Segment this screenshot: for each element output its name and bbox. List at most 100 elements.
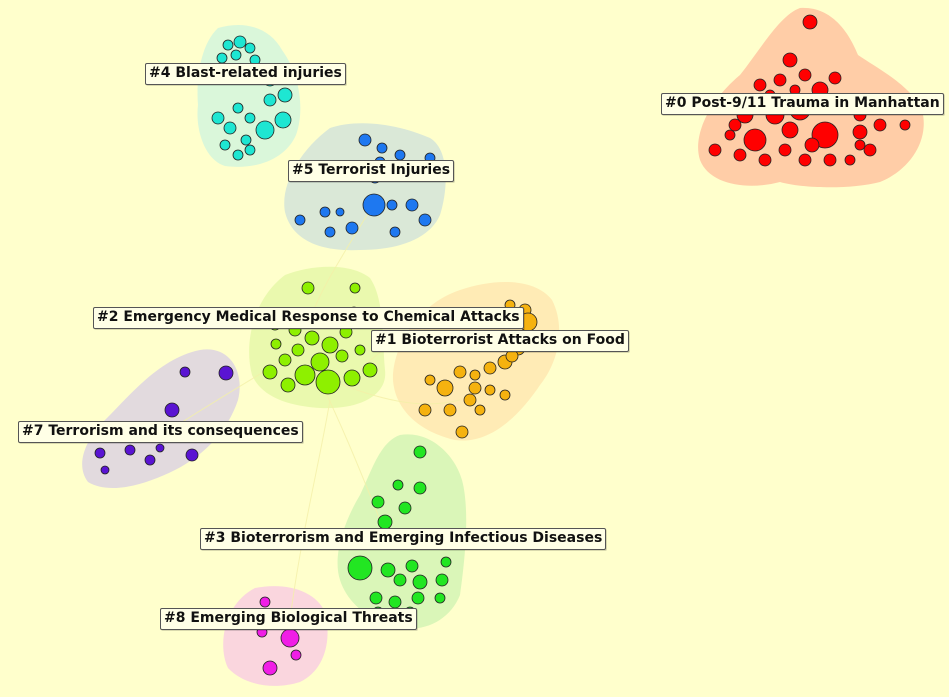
node-cluster-0[interactable] [804, 137, 820, 153]
node-cluster-1[interactable] [484, 384, 496, 396]
node-cluster-2[interactable] [278, 353, 292, 367]
node-cluster-5[interactable] [418, 213, 432, 227]
node-cluster-5[interactable] [405, 198, 419, 212]
node-cluster-0[interactable] [844, 154, 856, 166]
node-cluster-3[interactable] [413, 445, 427, 459]
node-cluster-3[interactable] [411, 591, 425, 605]
node-cluster-1[interactable] [418, 403, 432, 417]
node-cluster-3[interactable] [380, 562, 396, 578]
node-cluster-4[interactable] [232, 102, 244, 114]
node-cluster-1[interactable] [436, 379, 454, 397]
node-cluster-2[interactable] [310, 352, 330, 372]
node-cluster-1[interactable] [463, 393, 477, 407]
node-cluster-2[interactable] [304, 330, 320, 346]
node-cluster-2[interactable] [280, 377, 296, 393]
node-cluster-3[interactable] [377, 514, 393, 530]
cluster-label-0[interactable]: #0 Post-9/11 Trauma in Manhattan [661, 93, 944, 115]
node-cluster-8[interactable] [259, 596, 271, 608]
node-cluster-3[interactable] [388, 595, 402, 609]
node-cluster-0[interactable] [899, 119, 911, 131]
node-cluster-2[interactable] [354, 344, 366, 356]
node-cluster-1[interactable] [483, 361, 497, 375]
node-cluster-0[interactable] [854, 139, 866, 151]
node-cluster-3[interactable] [398, 501, 412, 515]
node-cluster-4[interactable] [232, 149, 244, 161]
cluster-label-2[interactable]: #2 Emergency Medical Response to Chemica… [93, 307, 524, 329]
node-cluster-0[interactable] [798, 153, 812, 167]
node-cluster-5[interactable] [319, 206, 331, 218]
node-cluster-2[interactable] [301, 281, 315, 295]
node-cluster-8[interactable] [280, 628, 300, 648]
node-cluster-0[interactable] [733, 148, 747, 162]
node-cluster-5[interactable] [376, 142, 388, 154]
node-cluster-2[interactable] [270, 338, 282, 350]
node-cluster-0[interactable] [781, 121, 799, 139]
node-cluster-3[interactable] [392, 479, 404, 491]
node-cluster-1[interactable] [499, 389, 511, 401]
node-cluster-4[interactable] [223, 121, 237, 135]
node-cluster-1[interactable] [453, 365, 467, 379]
node-cluster-4[interactable] [216, 52, 228, 64]
node-cluster-4[interactable] [230, 49, 242, 61]
node-cluster-7[interactable] [179, 366, 191, 378]
node-cluster-0[interactable] [724, 129, 736, 141]
node-cluster-0[interactable] [778, 143, 792, 157]
node-cluster-1[interactable] [424, 374, 436, 386]
node-cluster-5[interactable] [389, 226, 401, 238]
node-cluster-4[interactable] [222, 39, 234, 51]
node-cluster-5[interactable] [294, 214, 306, 226]
node-cluster-1[interactable] [469, 369, 481, 381]
node-cluster-7[interactable] [94, 447, 106, 459]
node-cluster-4[interactable] [263, 93, 277, 107]
node-cluster-2[interactable] [343, 369, 361, 387]
node-cluster-0[interactable] [802, 14, 818, 30]
cluster-label-7[interactable]: #7 Terrorism and its consequences [18, 421, 303, 443]
node-cluster-5[interactable] [358, 133, 372, 147]
node-cluster-2[interactable] [294, 364, 316, 386]
node-cluster-1[interactable] [443, 403, 457, 417]
node-cluster-0[interactable] [728, 118, 742, 132]
node-cluster-5[interactable] [394, 149, 406, 161]
node-cluster-0[interactable] [743, 128, 767, 152]
node-cluster-0[interactable] [852, 124, 868, 140]
node-cluster-7[interactable] [164, 402, 180, 418]
node-cluster-1[interactable] [455, 425, 469, 439]
node-cluster-5[interactable] [345, 221, 359, 235]
node-cluster-4[interactable] [244, 42, 256, 54]
node-cluster-7[interactable] [144, 454, 156, 466]
node-cluster-5[interactable] [386, 199, 398, 211]
node-cluster-0[interactable] [782, 52, 798, 68]
node-cluster-3[interactable] [440, 556, 452, 568]
node-cluster-7[interactable] [155, 443, 165, 453]
node-cluster-0[interactable] [753, 78, 767, 92]
node-cluster-4[interactable] [219, 139, 231, 151]
node-cluster-7[interactable] [124, 444, 136, 456]
node-cluster-2[interactable] [335, 349, 349, 363]
cluster-label-3[interactable]: #3 Bioterrorism and Emerging Infectious … [200, 528, 607, 550]
node-cluster-0[interactable] [823, 153, 837, 167]
cluster-label-8[interactable]: #8 Emerging Biological Threats [160, 608, 417, 630]
node-cluster-2[interactable] [362, 362, 378, 378]
node-cluster-0[interactable] [708, 143, 722, 157]
node-cluster-3[interactable] [405, 559, 419, 573]
node-cluster-3[interactable] [413, 481, 427, 495]
node-cluster-0[interactable] [773, 73, 787, 87]
node-cluster-7[interactable] [218, 365, 234, 381]
node-cluster-3[interactable] [371, 495, 385, 509]
node-cluster-0[interactable] [798, 68, 812, 82]
node-cluster-8[interactable] [290, 649, 302, 661]
cluster-label-5[interactable]: #5 Terrorist Injuries [288, 160, 455, 182]
node-cluster-5[interactable] [335, 207, 345, 217]
node-cluster-4[interactable] [274, 111, 292, 129]
node-cluster-8[interactable] [262, 660, 278, 676]
node-cluster-0[interactable] [758, 153, 772, 167]
node-cluster-5[interactable] [324, 226, 336, 238]
node-cluster-1[interactable] [468, 381, 482, 395]
node-cluster-5[interactable] [362, 193, 386, 217]
node-cluster-3[interactable] [435, 573, 449, 587]
node-cluster-4[interactable] [233, 35, 247, 49]
node-cluster-1[interactable] [474, 404, 486, 416]
node-cluster-4[interactable] [277, 87, 293, 103]
node-cluster-0[interactable] [873, 118, 887, 132]
node-cluster-4[interactable] [240, 134, 252, 146]
